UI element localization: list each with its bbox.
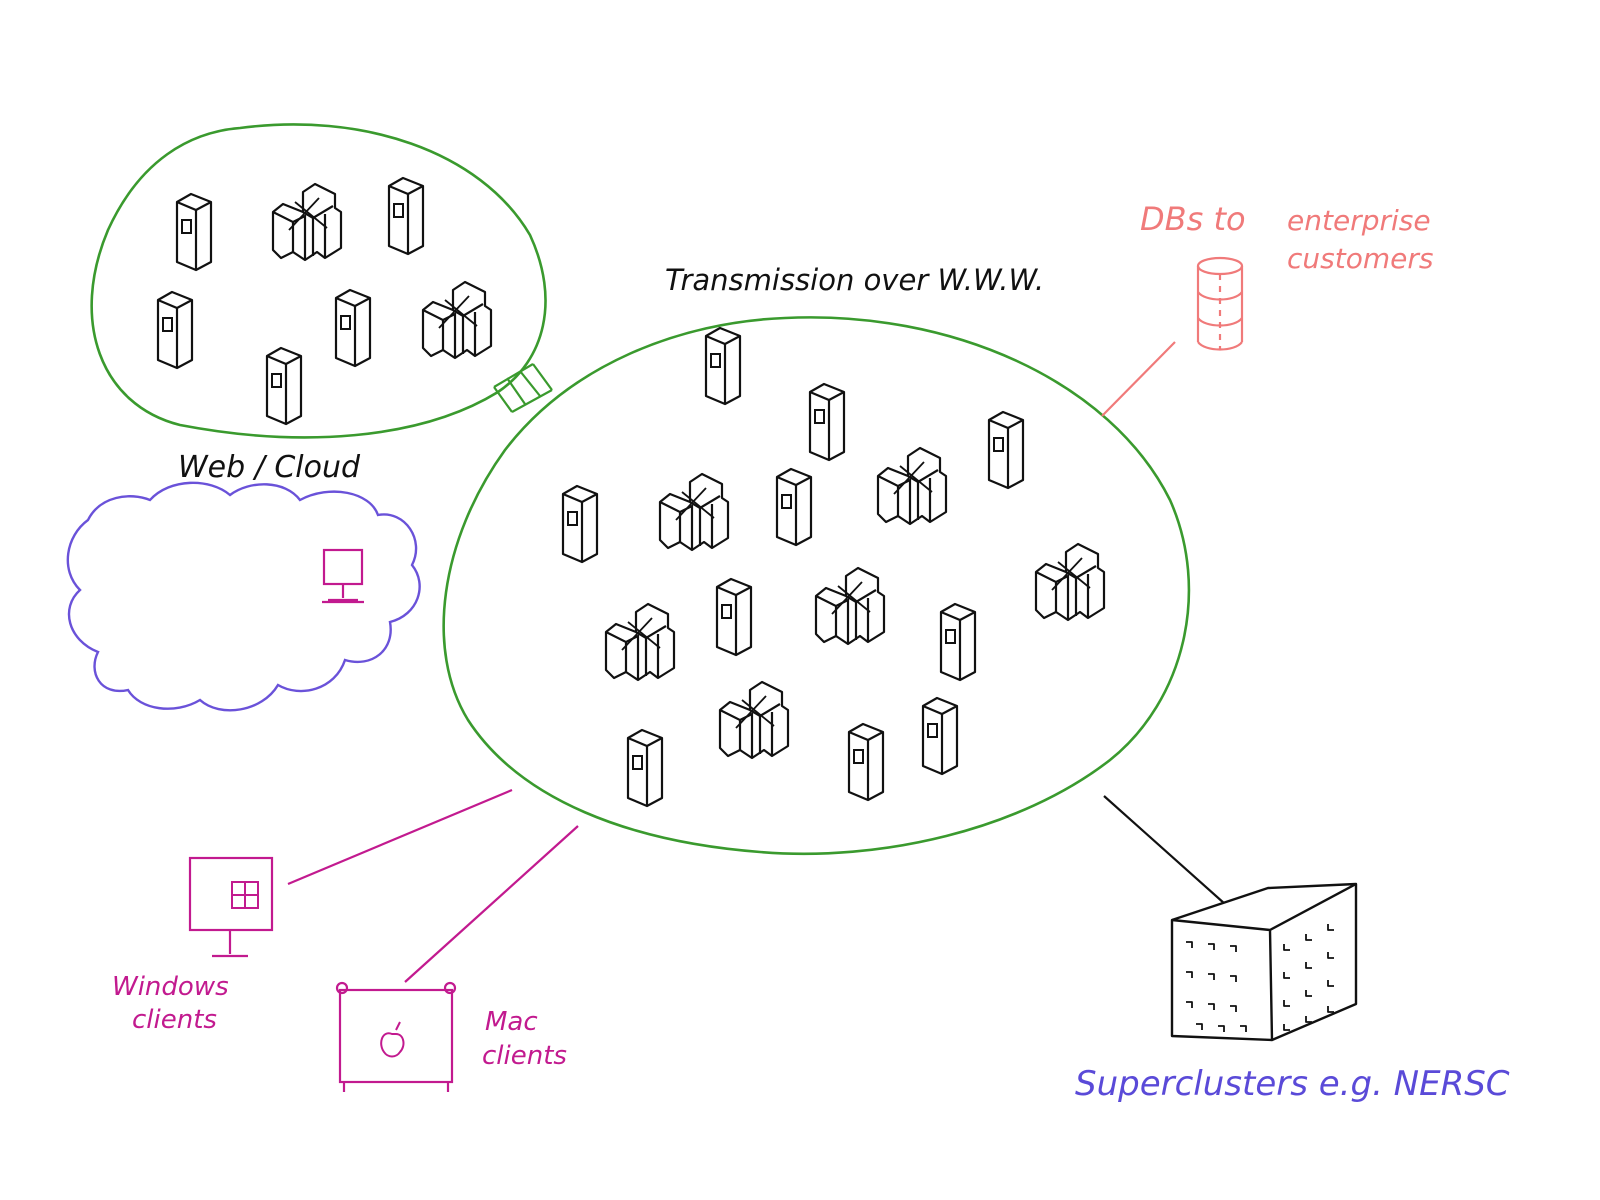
database-icon [1196,256,1244,351]
cloud-shape [66,481,421,712]
server-tower-icon [626,728,664,808]
db-link-line [1101,341,1176,417]
server-tower-icon [921,696,959,776]
network-link-connector [493,363,553,413]
mac-link-line [404,825,579,983]
supercluster-cabinet-icon [1170,882,1358,1042]
server-building-icon [604,602,676,682]
server-tower-icon [847,722,885,802]
cloud-monitor-icon [322,548,364,604]
windows-link-line [287,788,513,886]
windows-logo-icon [231,881,259,909]
server-tower-icon [387,176,425,256]
server-building-icon [658,472,730,552]
windows-monitor-icon [188,856,274,958]
server-tower-icon [808,382,846,462]
mac-label-line2: clients [482,1041,567,1071]
server-tower-icon [775,467,813,547]
mac-label-line1: Mac [485,1007,538,1037]
db-label-line2: enterprise [1287,204,1431,237]
server-building-icon [271,182,343,262]
server-tower-icon [939,602,977,682]
mac-pro-icon [335,981,457,1092]
top-network-boundary [90,123,547,439]
db-label-line1: DBs to [1140,200,1246,238]
server-tower-icon [987,410,1025,490]
transmission-label: Transmission over W.W.W. [665,263,1044,297]
server-tower-icon [704,326,742,406]
superclusters-label: Superclusters e.g. NERSC [1075,1064,1510,1104]
server-building-icon [814,566,886,646]
server-tower-icon [334,288,372,368]
server-tower-icon [715,577,753,657]
server-building-icon [1034,542,1106,622]
windows-label-line2: clients [132,1005,217,1035]
central-network-boundary [442,316,1191,856]
server-building-icon [718,680,790,760]
supercluster-link-line [1103,795,1226,905]
server-tower-icon [265,346,303,426]
server-tower-icon [561,484,599,564]
server-tower-icon [156,290,194,370]
windows-label-line1: Windows [112,972,229,1002]
apple-logo-icon [380,1021,405,1058]
server-tower-icon [175,192,213,272]
db-label-line3: customers [1287,242,1433,275]
server-building-icon [876,446,948,526]
server-building-icon [421,280,493,360]
web-cloud-label: Web / Cloud [178,450,361,485]
